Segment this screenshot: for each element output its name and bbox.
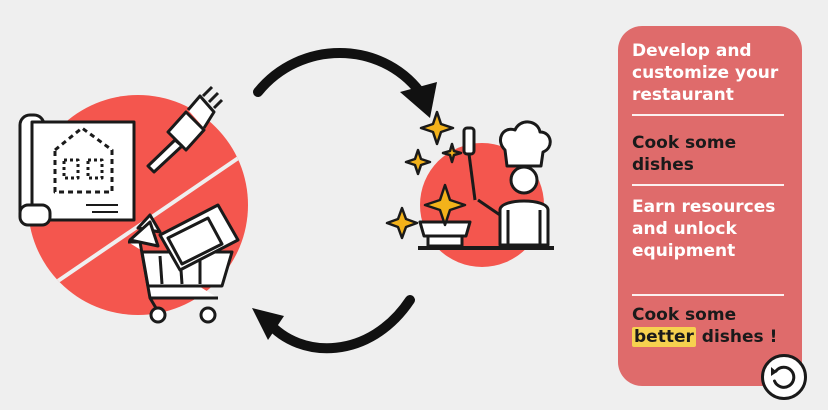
steps-panel: Develop and customize your restaurant Co… bbox=[618, 26, 802, 386]
shopping-cart-icon bbox=[128, 240, 234, 324]
cycle-arrow-bottom-icon bbox=[252, 295, 415, 354]
paintbrush-icon bbox=[146, 85, 224, 174]
step-cook-better-post: dishes ! bbox=[695, 327, 778, 347]
divider bbox=[632, 184, 784, 186]
step-develop: Develop and customize your restaurant bbox=[632, 41, 779, 105]
cycle-arrow-top-icon bbox=[253, 48, 437, 118]
replay-button[interactable] bbox=[761, 354, 807, 400]
cooking-pot-icon bbox=[418, 220, 554, 250]
divider bbox=[632, 294, 784, 296]
step-cook-better: Cook some better dishes ! bbox=[632, 304, 792, 348]
step-cook-better-pre: Cook some bbox=[632, 305, 737, 325]
divider bbox=[632, 114, 784, 116]
chef-icon bbox=[462, 120, 552, 247]
microwave-icon bbox=[128, 203, 240, 272]
sparkle-icon bbox=[385, 110, 467, 240]
step-cook-dishes: Cook some dishes bbox=[632, 133, 737, 175]
highlight-better: better bbox=[632, 327, 696, 347]
blueprint-icon bbox=[18, 113, 136, 227]
step-earn-resources: Earn resources and unlock equipment bbox=[632, 197, 776, 261]
replay-icon bbox=[771, 365, 796, 389]
